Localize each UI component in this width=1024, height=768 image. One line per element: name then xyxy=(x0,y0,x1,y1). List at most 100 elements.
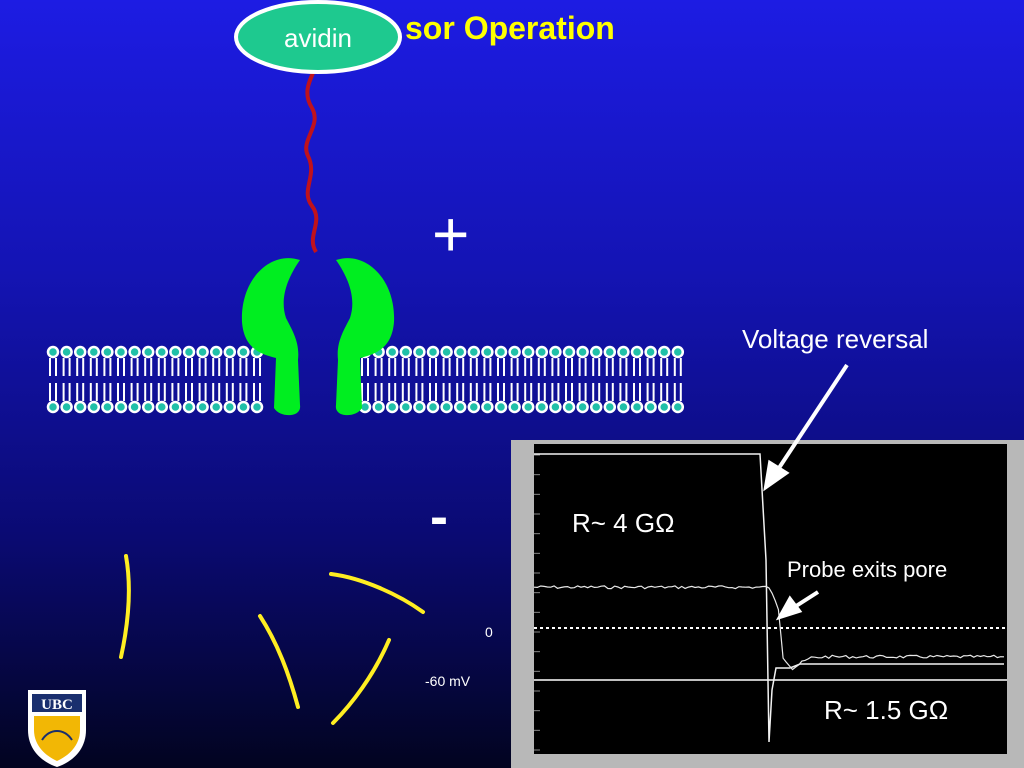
lipid-tail xyxy=(565,358,573,376)
lipid-head xyxy=(467,345,481,359)
lipid-tail xyxy=(89,383,98,401)
lipid-tail xyxy=(592,383,601,401)
lipid-tail xyxy=(605,358,614,376)
dna-strand xyxy=(258,614,300,709)
lipid-head xyxy=(549,400,562,414)
lipid-tail xyxy=(497,383,505,401)
avidin-label: avidin xyxy=(284,23,352,53)
neg60-level-label: -60 mV xyxy=(425,673,471,689)
lipid-tail xyxy=(171,383,180,401)
lipid-tail xyxy=(374,383,383,401)
lipid-tail xyxy=(253,383,261,401)
voltage-reversal-label: Voltage reversal xyxy=(742,324,929,354)
lipid-tail xyxy=(456,383,465,401)
lipid-tail xyxy=(483,358,492,376)
lipid-tail xyxy=(619,383,628,401)
lipid-tail xyxy=(374,358,383,376)
lipid-bilayer xyxy=(46,345,685,414)
lipid-tail xyxy=(429,383,437,401)
negative-electrode-sign: - xyxy=(430,487,448,547)
lipid-head xyxy=(87,345,101,359)
lipid-tail xyxy=(646,358,655,376)
lipid-head xyxy=(481,400,494,414)
lipid-tail xyxy=(633,383,641,401)
lipid-tail xyxy=(144,383,153,401)
lipid-head xyxy=(223,400,237,414)
lipid-tail xyxy=(660,358,669,376)
lipid-head xyxy=(46,400,60,414)
lipid-tail xyxy=(551,358,560,376)
probe-exits-label: Probe exits pore xyxy=(787,557,948,582)
lipid-head xyxy=(440,345,453,359)
lipid-tail xyxy=(212,383,221,401)
lipid-head xyxy=(399,400,413,414)
lipid-tail xyxy=(117,358,125,376)
dna-strands xyxy=(119,554,425,725)
lipid-tail xyxy=(415,358,424,376)
lipid-head xyxy=(576,345,589,359)
trace-y-ticks xyxy=(534,454,540,751)
current-trace-panel xyxy=(511,440,1024,768)
lipid-tail xyxy=(76,358,85,376)
lipid-tail xyxy=(469,358,478,376)
lipid-tail xyxy=(524,383,533,401)
lipid-tail xyxy=(89,358,98,376)
dna-strand xyxy=(119,554,131,659)
lipid-tail xyxy=(253,358,261,376)
lipid-tail xyxy=(497,358,505,376)
lipid-head xyxy=(250,400,264,414)
lipid-tail xyxy=(673,383,682,401)
lipid-tail xyxy=(483,383,492,401)
lipid-head xyxy=(87,400,101,414)
lipid-tail xyxy=(565,383,573,401)
lipid-tail xyxy=(198,383,207,401)
zero-level-label: 0 xyxy=(485,624,493,640)
lipid-head xyxy=(114,345,128,359)
lipid-head xyxy=(562,400,576,414)
lipid-head xyxy=(155,400,169,414)
lipid-head xyxy=(589,345,603,359)
lipid-head xyxy=(141,400,155,414)
lipid-head xyxy=(630,345,644,359)
lipid-head xyxy=(128,345,141,359)
lipid-tail xyxy=(361,358,369,376)
lipid-tail xyxy=(49,358,57,376)
lipid-tail xyxy=(130,383,139,401)
lipid-tail xyxy=(212,358,221,376)
resistance-low-label: R~ 1.5 GΩ xyxy=(824,695,949,725)
lipid-tail xyxy=(388,358,397,376)
lipid-head xyxy=(46,345,60,359)
lipid-tail xyxy=(239,383,248,401)
lipid-tail xyxy=(225,383,234,401)
dna-strand xyxy=(331,638,391,725)
lipid-tail xyxy=(415,383,424,401)
lipid-head xyxy=(494,400,508,414)
lipid-tail xyxy=(49,383,57,401)
lipid-tail xyxy=(185,383,193,401)
lipid-head xyxy=(603,400,617,414)
lipid-head xyxy=(453,400,467,414)
lipid-head xyxy=(467,400,481,414)
ubc-logo-text: UBC xyxy=(41,697,73,713)
lipid-head xyxy=(182,400,196,414)
lipid-tail xyxy=(117,383,125,401)
lipid-tail xyxy=(551,383,560,401)
lipid-tail xyxy=(103,383,112,401)
lipid-head xyxy=(671,400,685,414)
lipid-tail xyxy=(442,358,451,376)
lipid-head xyxy=(128,400,141,414)
lipid-tail xyxy=(524,358,533,376)
lipid-head xyxy=(494,345,508,359)
arrow-head xyxy=(775,595,803,621)
lipid-head xyxy=(644,400,657,414)
avidin-tether xyxy=(304,61,320,254)
lipid-tail xyxy=(157,383,166,401)
lipid-tail xyxy=(510,383,519,401)
lipid-tail xyxy=(401,358,410,376)
lipid-tail xyxy=(62,383,71,401)
lipid-head xyxy=(141,345,155,359)
lipid-head xyxy=(413,400,426,414)
lipid-head xyxy=(237,345,250,359)
lipid-head xyxy=(60,345,73,359)
